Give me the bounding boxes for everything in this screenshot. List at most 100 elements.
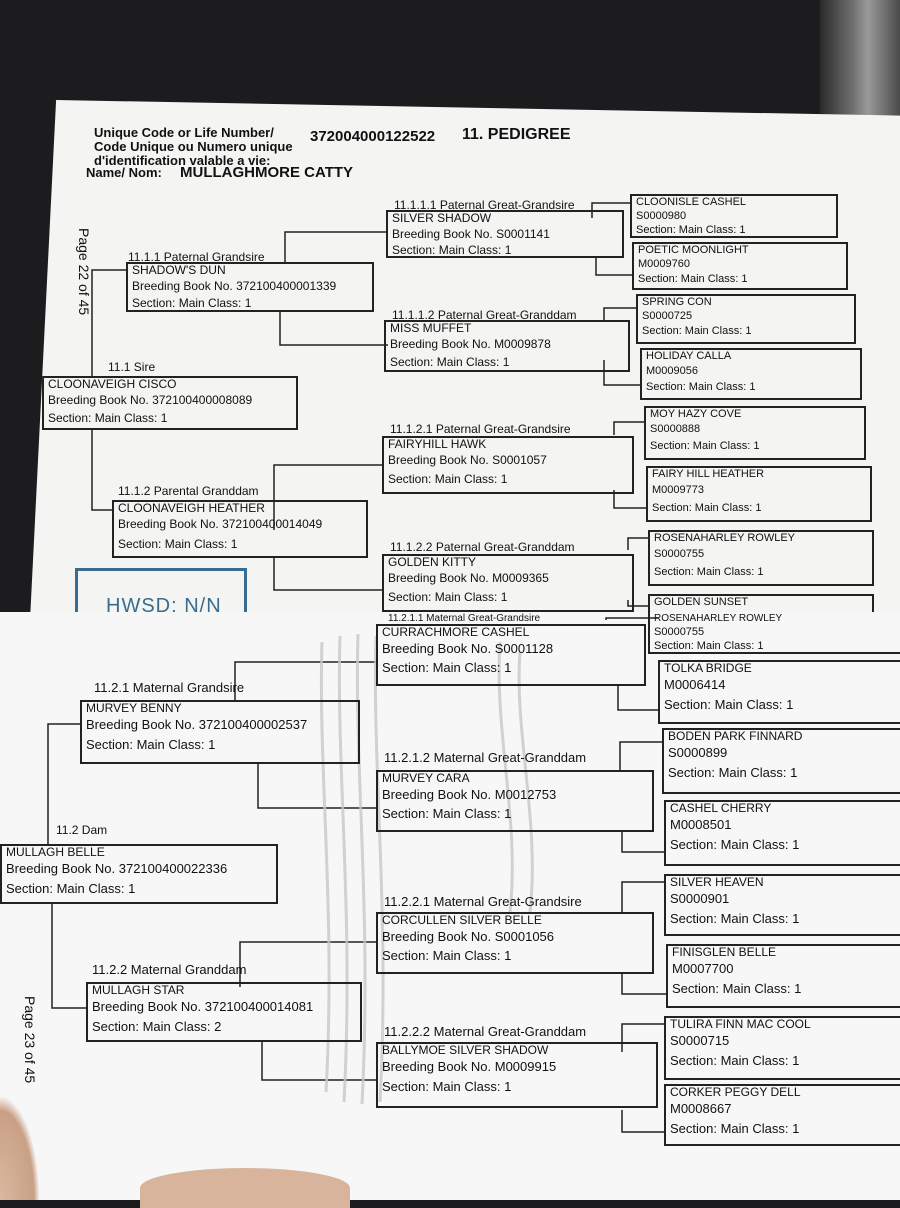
page-number-upper: Page 22 of 45 [76, 228, 92, 316]
dam-g5-id-2: M0006414 [664, 677, 726, 692]
sire-g5-name-7: ROSENAHARLEY ROWLEY [654, 532, 796, 544]
sire-ggs2-box: FAIRYHILL HAWK Breeding Book No. S000105… [382, 436, 634, 494]
dam-g5-name-6: FINISGLEN BELLE [672, 945, 777, 959]
sire-g5-id-7: S0000755 [654, 548, 705, 560]
paternal-granddam-name: CLOONAVEIGH HEATHER [118, 501, 265, 515]
sire-g5-section-6: Section: Main Class: 1 [652, 502, 762, 514]
dam-breeding-book: Breeding Book No. 372100400022336 [6, 861, 228, 876]
sire-ggs2-label: 11.1.2.1 Paternal Great-Grandsire [390, 422, 571, 436]
paternal-granddam-section: Section: Main Class: 1 [118, 537, 238, 551]
unique-code-label: Unique Code or Life Number/ [94, 125, 274, 140]
dam-g5-section-7: Section: Main Class: 1 [670, 1053, 800, 1068]
pedigree-page-23: Page 23 of 45 11.2 Dam MULLAGH BELLE Bre… [0, 612, 900, 1200]
paternal-grandsire-name: SHADOW'S DUN [132, 263, 226, 277]
paternal-granddam-label: 11.1.2 Parental Granddam [118, 484, 259, 498]
dam-ggd2-label: 11.2.2.2 Maternal Great-Granddam [384, 1024, 587, 1039]
dam-name: MULLAGH BELLE [6, 845, 105, 859]
dam-g5-section-8: Section: Main Class: 1 [670, 1121, 800, 1136]
sire-ggs1-box: SILVER SHADOW Breeding Book No. S0001141… [386, 210, 624, 258]
dam-ggs2-bb: Breeding Book No. S0001056 [382, 929, 555, 944]
maternal-granddam-section: Section: Main Class: 2 [92, 1019, 222, 1034]
dam-ggd1-section: Section: Main Class: 1 [382, 806, 512, 821]
dam-g5-id-5: S0000901 [670, 891, 730, 906]
page-number-lower: Page 23 of 45 [22, 996, 38, 1084]
sire-ggd2-label: 11.1.2.2 Paternal Great-Granddam [390, 540, 575, 554]
horse-name: MULLAGHMORE CATTY [180, 164, 354, 181]
dam-g5-box-4: CASHEL CHERRY M0008501 Section: Main Cla… [664, 800, 900, 866]
dam-g5-section-2: Section: Main Class: 1 [664, 697, 794, 712]
sire-ggs2-section: Section: Main Class: 1 [388, 472, 508, 486]
sire-ggs1-label: 11.1.1.1 Paternal Great-Grandsire [394, 198, 575, 212]
sire-g5-name-5: MOY HAZY COVE [650, 408, 742, 420]
sire-ggd1-name: MISS MUFFET [390, 321, 472, 335]
section-title: 11. PEDIGREE [462, 126, 571, 143]
maternal-granddam-box: MULLAGH STAR Breeding Book No. 372100400… [86, 982, 362, 1042]
maternal-granddam-name: MULLAGH STAR [92, 983, 185, 997]
dam-ggd1-label: 11.2.1.2 Maternal Great-Granddam [384, 750, 587, 765]
dam-ggs1-box: CURRACHMORE CASHEL Breeding Book No. S00… [376, 624, 646, 686]
dam-ggs2-label: 11.2.2.1 Maternal Great-Grandsire [384, 894, 582, 909]
sire-ggd2-name: GOLDEN KITTY [388, 555, 477, 569]
sire-ggd2-box: GOLDEN KITTY Breeding Book No. M0009365 … [382, 554, 634, 612]
sire-g5-section-2: Section: Main Class: 1 [638, 273, 748, 285]
sire-ggd2-bb: Breeding Book No. M0009365 [388, 571, 549, 585]
sire-g5-name-8: GOLDEN SUNSET [654, 596, 749, 608]
code-label-fr: Code Unique ou Numero unique [94, 139, 293, 154]
sire-g5-id-4: M0009056 [646, 365, 698, 377]
sire-g5-box-6: FAIRY HILL HEATHER M0009773 Section: Mai… [646, 466, 872, 522]
dam-g5-name-1: ROSENAHARLEY ROWLEY [654, 613, 783, 624]
dam-g5-name-4: CASHEL CHERRY [670, 801, 772, 815]
dam-g5-id-1: S0000755 [654, 626, 705, 638]
sire-g5-box-5: MOY HAZY COVE S0000888 Section: Main Cla… [644, 406, 866, 460]
sire-box: CLOONAVEIGH CISCO Breeding Book No. 3721… [42, 376, 298, 430]
sire-g5-id-2: M0009760 [638, 258, 690, 270]
dam-g5-id-6: M0007700 [672, 961, 734, 976]
dam-ggd2-name: BALLYMOE SILVER SHADOW [382, 1043, 549, 1057]
dam-g5-id-7: S0000715 [670, 1033, 730, 1048]
hwsd-stamp: HWSD: N/N [75, 568, 247, 620]
dam-g5-box-8: CORKER PEGGY DELL M0008667 Section: Main… [664, 1084, 900, 1146]
paternal-grandsire-bb: Breeding Book No. 372100400001339 [132, 279, 337, 293]
paternal-granddam-bb: Breeding Book No. 372100400014049 [118, 517, 323, 531]
dam-g5-box-7: TULIRA FINN MAC COOL S0000715 Section: M… [664, 1016, 900, 1080]
dam-g5-section-6: Section: Main Class: 1 [672, 981, 802, 996]
sire-g5-name-1: CLOONISLE CASHEL [636, 196, 747, 208]
dam-g5-box-6: FINISGLEN BELLE M0007700 Section: Main C… [666, 944, 900, 1008]
sire-g5-id-5: S0000888 [650, 423, 701, 435]
dam-g5-name-5: SILVER HEAVEN [670, 875, 764, 889]
sire-g5-id-1: S0000980 [636, 210, 687, 222]
sire-ggd1-label: 11.1.1.2 Paternal Great-Granddam [392, 308, 577, 322]
sire-ggd1-box: MISS MUFFET Breeding Book No. M0009878 S… [384, 320, 630, 372]
maternal-grandsire-name: MURVEY BENNY [86, 701, 182, 715]
pedigree-page-22: Unique Code or Life Number/ Code Unique … [30, 100, 900, 620]
dam-g5-section-1: Section: Main Class: 1 [654, 640, 764, 652]
sire-ggd2-section: Section: Main Class: 1 [388, 590, 508, 604]
dam-g5-id-4: M0008501 [670, 817, 732, 832]
dam-g5-box-5: SILVER HEAVEN S0000901 Section: Main Cla… [664, 874, 900, 936]
sire-g5-section-7: Section: Main Class: 1 [654, 566, 764, 578]
maternal-grandsire-section: Section: Main Class: 1 [86, 737, 216, 752]
paternal-grandsire-section: Section: Main Class: 1 [132, 296, 252, 310]
dam-label: 11.2 Dam [56, 823, 108, 837]
dam-g5-name-3: BODEN PARK FINNARD [668, 729, 803, 743]
paternal-granddam-box: CLOONAVEIGH HEATHER Breeding Book No. 37… [112, 500, 368, 558]
sire-g5-box-1: CLOONISLE CASHEL S0000980 Section: Main … [630, 194, 838, 238]
dam-ggd1-box: MURVEY CARA Breeding Book No. M0012753 S… [376, 770, 654, 832]
dam-g5-id-3: S0000899 [668, 745, 728, 760]
dam-ggs2-box: CORCULLEN SILVER BELLE Breeding Book No.… [376, 912, 654, 974]
paternal-grandsire-label: 11.1.1 Paternal Grandsire [128, 250, 265, 264]
sire-g5-box-4: HOLIDAY CALLA M0009056 Section: Main Cla… [640, 348, 862, 400]
dam-g5-id-8: M0008667 [670, 1101, 732, 1116]
maternal-granddam-label: 11.2.2 Maternal Granddam [92, 962, 247, 977]
sire-g5-box-3: SPRING CON S0000725 Section: Main Class:… [636, 294, 856, 344]
sire-breeding-book: Breeding Book No. 372100400008089 [48, 393, 253, 407]
dam-g5-section-5: Section: Main Class: 1 [670, 911, 800, 926]
sire-g5-id-6: M0009773 [652, 484, 704, 496]
maternal-grandsire-box: MURVEY BENNY Breeding Book No. 372100400… [80, 700, 360, 764]
dam-ggs2-section: Section: Main Class: 1 [382, 948, 512, 963]
dam-g5-section-4: Section: Main Class: 1 [670, 837, 800, 852]
sire-g5-name-3: SPRING CON [642, 296, 712, 308]
dam-ggs1-bb: Breeding Book No. S0001128 [382, 641, 554, 656]
sire-g5-box-7: ROSENAHARLEY ROWLEY S0000755 Section: Ma… [648, 530, 874, 586]
sire-g5-section-4: Section: Main Class: 1 [646, 381, 756, 393]
